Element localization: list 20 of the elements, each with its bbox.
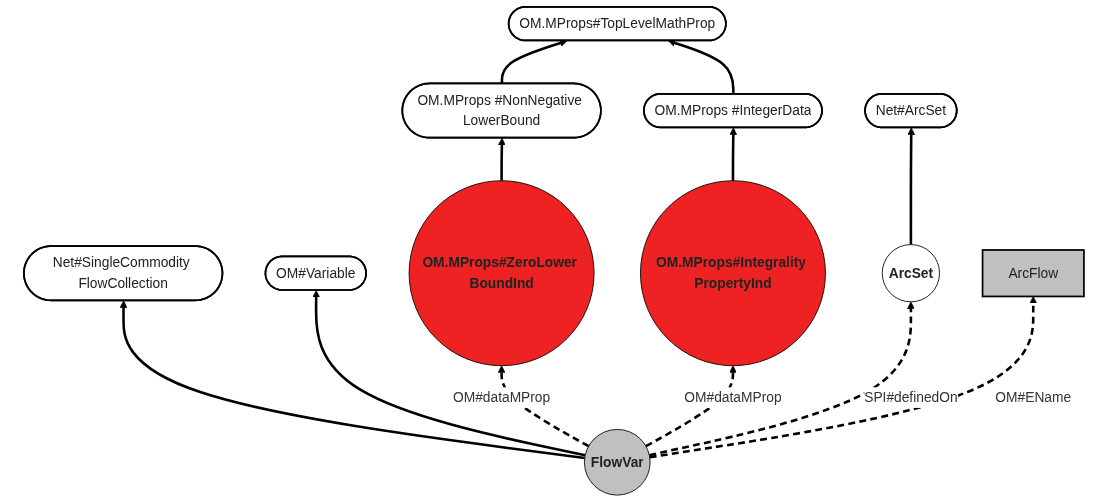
arrow (907, 127, 916, 245)
edge-label: OM#dataMProp (453, 389, 551, 405)
edge-label: OM#dataMProp (684, 389, 782, 405)
arrow (119, 300, 585, 460)
edge-label: SPI#definedOn (864, 389, 958, 405)
arrow (649, 296, 1038, 459)
arrow (312, 290, 586, 457)
node-circle: OM.MProps#ZeroLower BoundInd (408, 180, 595, 367)
arrow (729, 127, 738, 181)
arrow (497, 365, 590, 448)
arrow (668, 39, 735, 95)
arrow (500, 39, 568, 84)
edge-label: OM#EName (995, 389, 1072, 405)
arrow (498, 137, 506, 181)
node-circle: OM.MProps#Integrality PropertyInd (640, 180, 826, 367)
arrow (649, 301, 915, 457)
arrow (645, 365, 737, 448)
node-circle: FlowVar (584, 428, 651, 496)
node-box: ArcFlow (981, 249, 1085, 298)
node-circle: ArcSet (881, 244, 941, 303)
